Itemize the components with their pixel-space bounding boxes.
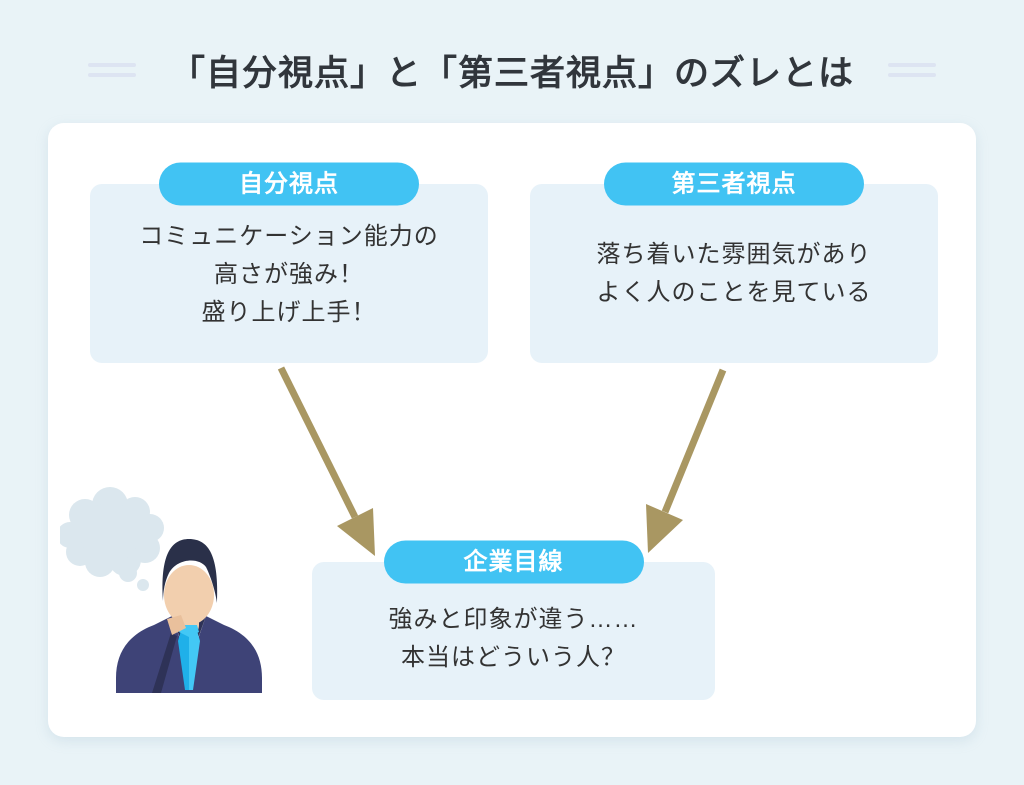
tie-left — [178, 627, 189, 690]
face — [164, 565, 214, 625]
tie-knot — [179, 625, 199, 637]
card-text-line: 強みと印象が違う…… — [388, 606, 639, 633]
card-company-perspective: 企業目線 強みと印象が違う…… 本当はどういう人？ — [312, 540, 715, 700]
badge-company-perspective: 企業目線 — [383, 540, 644, 584]
lapel-right — [191, 616, 206, 658]
card-text-line: 高さが強み！ — [214, 261, 364, 288]
card-text-line: コミュニケーション能力の — [139, 223, 439, 250]
shirt-collar — [172, 616, 206, 665]
thought-bubble-icon — [60, 487, 164, 591]
businessman-figure — [116, 539, 262, 693]
card-text-line: 落ち着いた雰囲気があり — [596, 241, 872, 268]
tie-right — [189, 627, 200, 690]
arrow-third-to-company-icon — [646, 368, 727, 553]
page-title: 「自分視点」と「第三者視点」のズレとは — [169, 53, 854, 93]
hand-on-chin — [167, 615, 186, 635]
suit-arm-crease — [152, 633, 177, 693]
title-decor-left-icon — [87, 63, 136, 77]
hair — [162, 539, 218, 603]
title-decor-right-icon — [888, 63, 936, 77]
card-self-perspective: 自分視点 コミュニケーション能力の 高さが強み！ 盛り上げ上手！ — [90, 162, 488, 363]
neck — [179, 607, 199, 637]
diagram-panel: 自分視点 コミュニケーション能力の 高さが強み！ 盛り上げ上手！ 第三者視点 落… — [48, 123, 976, 737]
badge-self-perspective: 自分視点 — [159, 162, 419, 206]
card-company-text: 強みと印象が違う…… 本当はどういう人？ — [312, 562, 715, 677]
card-third-party-perspective: 第三者視点 落ち着いた雰囲気があり よく人のことを見ている — [530, 162, 938, 363]
card-text-line: 盛り上げ上手！ — [201, 299, 377, 326]
suit-body — [116, 616, 262, 693]
lapel-left — [172, 616, 187, 658]
businessman-thinking-illustration — [60, 487, 262, 693]
card-text-line: よく人のことを見ている — [596, 279, 872, 306]
card-self-text: コミュニケーション能力の 高さが強み！ 盛り上げ上手！ — [90, 184, 488, 332]
arrow-self-to-company-icon — [277, 366, 375, 556]
card-text-line: 本当はどういう人？ — [401, 644, 626, 671]
card-third-text: 落ち着いた雰囲気があり よく人のことを見ている — [530, 184, 938, 312]
badge-third-party-perspective: 第三者視点 — [604, 162, 864, 206]
title-row: 「自分視点」と「第三者視点」のズレとは — [0, 44, 1024, 96]
